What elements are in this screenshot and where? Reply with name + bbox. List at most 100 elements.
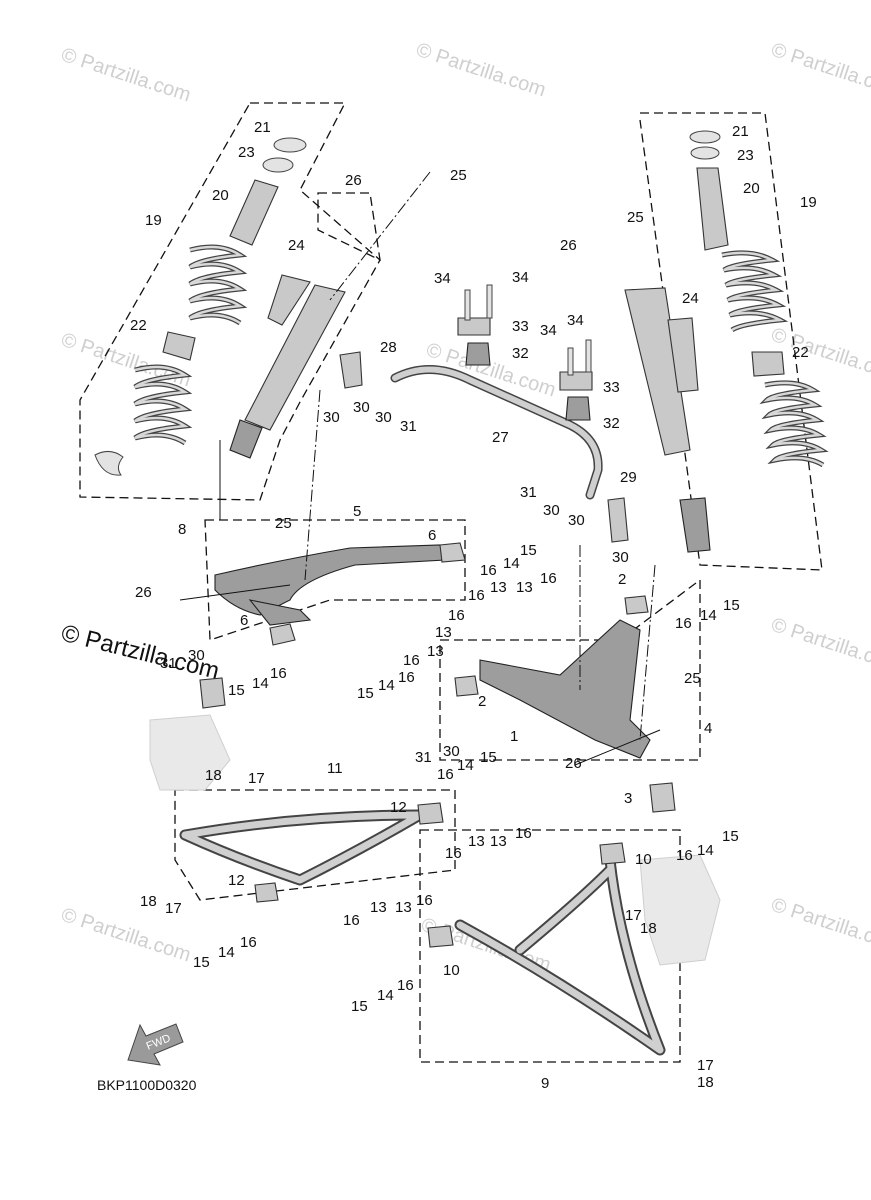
callout-4: 4 [704,720,712,737]
callout-16: 16 [515,825,532,842]
bushing-6 [439,542,466,563]
callout-18: 18 [205,767,222,784]
bracket-33 [559,371,593,391]
callout-11: 11 [327,760,343,777]
callout-30: 30 [612,549,629,566]
callout-13: 13 [516,579,533,596]
callout-33: 33 [512,318,529,335]
joint-28 [339,351,363,389]
callout-10: 10 [635,851,652,868]
fwd-arrow: FWD [127,1023,184,1066]
watermark: © Partzilla.com [413,39,548,102]
callout-30: 30 [443,743,460,760]
callout-16: 16 [437,766,454,783]
ball-joint-7 [199,677,226,709]
watermark: © Partzilla.com [768,324,871,387]
callout-25: 25 [684,670,701,687]
callout-16: 16 [397,977,414,994]
circlip-21-left [273,137,307,153]
callout-30: 30 [568,512,585,529]
bushing-6 [269,623,296,646]
callout-15: 15 [722,828,739,845]
callout-2: 2 [618,571,626,588]
ring-23-right [690,146,720,160]
callout-15: 15 [193,954,210,971]
bushing-2 [624,595,649,615]
callout-10: 10 [443,962,460,979]
callout-30: 30 [188,647,205,664]
callout-22: 22 [792,344,809,361]
callout-16: 16 [448,607,465,624]
callout-18: 18 [697,1074,714,1091]
callout-3: 3 [624,790,632,807]
callout-13: 13 [468,833,485,850]
callout-13: 13 [490,833,507,850]
callout-13: 13 [435,624,452,641]
spring-lower-left [94,364,193,476]
callout-31: 31 [400,418,417,435]
watermark: © Partzilla.com [768,614,871,677]
callout-2: 2 [478,693,486,710]
shock-boot-left [229,419,263,459]
joint-29 [607,497,629,543]
callout-26: 26 [345,172,362,189]
callout-14: 14 [252,675,269,692]
callout-26: 26 [135,584,152,601]
spring-seat-22-left [162,331,196,361]
knuckle-ghost-right [639,854,721,966]
callout-16: 16 [675,615,692,632]
right-shock-assembly [624,130,829,553]
callout-30: 30 [353,399,370,416]
callout-6: 6 [240,612,248,629]
shock-body-right [624,287,691,456]
callout-30: 30 [375,409,392,426]
reservoir-left [267,274,311,326]
shock-boot-right [679,497,711,553]
callout-21: 21 [732,123,749,140]
ring-23-left [262,157,294,173]
bush-32 [465,342,491,366]
ball-joint-3 [649,782,676,813]
bump-stopper-20-left [229,179,279,246]
callouts: 21 23 20 19 22 26 24 25 34 34 33 32 34 3… [130,119,817,1092]
callout-16: 16 [398,669,415,686]
upper-arm-5 [214,544,446,616]
callout-18: 18 [140,893,157,910]
callout-16: 16 [270,665,287,682]
callout-31: 31 [415,749,432,766]
callout-15: 15 [351,998,368,1015]
watermark: © Partzilla.com [58,44,193,107]
watermark: © Partzilla.com [768,39,871,102]
callout-22: 22 [130,317,147,334]
stabilizer-assembly [339,284,629,543]
callout-9: 9 [541,1075,549,1092]
callout-14: 14 [457,757,474,774]
callout-27: 27 [492,429,509,446]
callout-14: 14 [377,987,394,1004]
callout-34: 34 [567,312,584,329]
callout-23: 23 [238,144,255,161]
callout-26: 26 [565,755,582,772]
bump-stopper-20-right [696,167,729,251]
bracket-33 [457,317,491,336]
callout-12: 12 [228,872,245,889]
callout-28: 28 [380,339,397,356]
callout-34: 34 [512,269,529,286]
knuckles [149,677,721,966]
callout-25: 25 [627,209,644,226]
callout-29: 29 [620,469,637,486]
callout-17: 17 [165,900,182,917]
callout-26: 26 [560,237,577,254]
callout-16: 16 [240,934,257,951]
callout-31: 31 [520,484,537,501]
spring-upper-left [188,244,248,326]
knuckle-ghost-left [149,714,231,791]
upper-arm-1 [479,619,651,759]
callout-17: 17 [697,1057,714,1074]
callout-13: 13 [370,899,387,916]
callout-14: 14 [503,555,520,572]
bushing-10 [599,842,626,865]
callout-17: 17 [248,770,265,787]
callout-16: 16 [540,570,557,587]
